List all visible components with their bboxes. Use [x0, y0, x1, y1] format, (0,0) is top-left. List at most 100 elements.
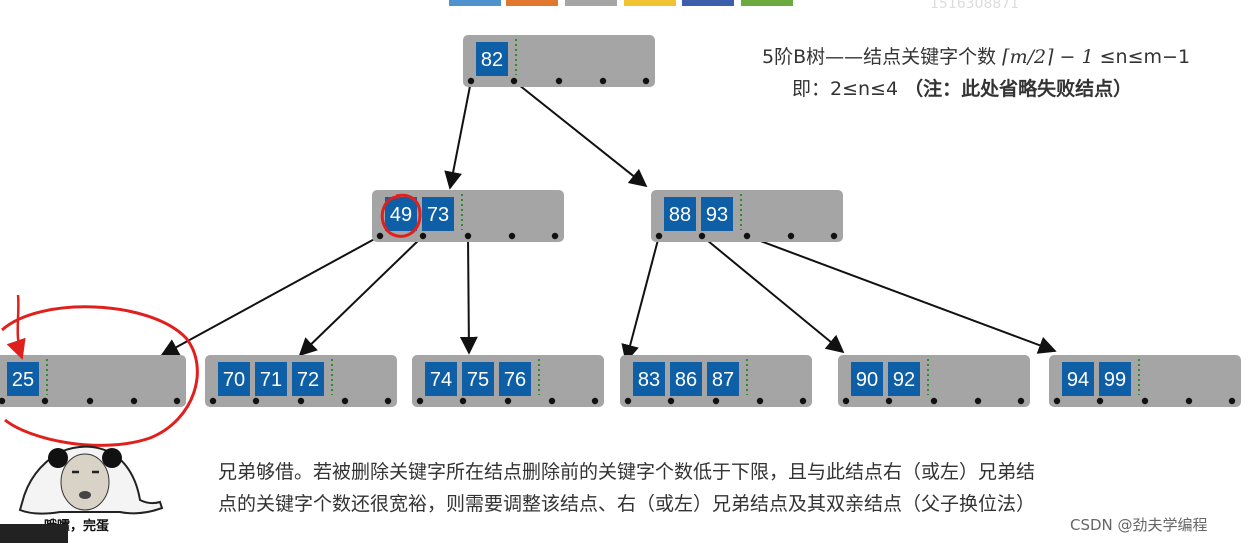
child-pointer	[510, 77, 518, 85]
key-cell	[888, 362, 920, 396]
child-pointer	[930, 397, 938, 405]
order-note-formula: ⌈m/2⌉ − 1	[1002, 46, 1094, 68]
tree-edge	[160, 235, 381, 356]
key-cell	[851, 362, 883, 396]
child-pointer	[642, 77, 650, 85]
key-cell	[255, 362, 287, 396]
csdn-credit: CSDN @劲夫学编程	[1070, 516, 1208, 534]
order-note-prefix: 5阶B树——结点关键字个数	[762, 46, 997, 68]
key-label: 70	[223, 369, 245, 391]
child-pointer	[467, 77, 475, 85]
highlight-arrow	[6, 294, 26, 360]
child-pointer	[376, 232, 384, 240]
child-pointer	[787, 232, 795, 240]
tree-edge	[298, 235, 424, 357]
key-cell	[1062, 362, 1094, 396]
key-label: 99	[1104, 369, 1126, 391]
key-label: 86	[675, 369, 697, 391]
child-pointer	[799, 397, 807, 405]
key-label: 75	[467, 369, 489, 391]
key-cell	[425, 362, 457, 396]
watermark: 1516308871	[930, 0, 1020, 12]
panda-meme	[18, 445, 164, 515]
child-pointer	[1096, 397, 1104, 405]
node-box	[0, 355, 186, 407]
child-pointer	[974, 397, 982, 405]
key-cell	[664, 197, 696, 231]
key-cell	[385, 197, 417, 231]
node-box	[463, 35, 655, 87]
tree-edge	[621, 235, 660, 363]
child-pointer	[297, 397, 305, 405]
child-pointer	[464, 232, 472, 240]
key-label: 93	[706, 204, 728, 226]
key-range-note: 即：2≤n≤4 （注：此处省略失败结点）	[792, 74, 1132, 101]
child-pointer	[624, 397, 632, 405]
key-label: 49	[390, 204, 412, 226]
key-label: 92	[893, 369, 915, 391]
key-label: 72	[297, 369, 319, 391]
child-pointer	[1017, 397, 1025, 405]
color-bar-segment	[741, 0, 793, 6]
key-cell	[670, 362, 702, 396]
key-cell	[499, 362, 531, 396]
node-box	[372, 190, 564, 242]
node-box	[1049, 355, 1241, 407]
key-cell	[218, 362, 250, 396]
child-pointer	[384, 397, 392, 405]
child-pointer	[419, 232, 427, 240]
color-bar-segment	[682, 0, 734, 6]
child-pointer	[41, 397, 49, 405]
rule-description-line2: 点的关键字个数还很宽裕，则需要调整该结点、右（或左）兄弟结点及其双亲结点（父子换…	[218, 493, 1036, 515]
node-box	[838, 355, 1030, 407]
child-pointer	[1228, 397, 1236, 405]
btree-order-note: 5阶B树——结点关键字个数 ⌈m/2⌉ − 1 ≤n≤m−1	[762, 42, 1190, 69]
color-bar-segment	[624, 0, 676, 6]
key-label: 76	[504, 369, 526, 391]
key-cell	[462, 362, 494, 396]
child-pointer	[655, 232, 663, 240]
child-pointer	[599, 77, 607, 85]
color-bar-segment	[449, 0, 501, 6]
highlight-circle-key	[380, 193, 422, 238]
child-pointer	[885, 397, 893, 405]
order-note-suffix: ≤n≤m−1	[1099, 46, 1191, 68]
child-pointer	[698, 232, 706, 240]
rule-description-line1: 兄弟够借。若被删除关键字所在结点删除前的关键字个数低于下限，且与此结点右（或左）…	[218, 461, 1036, 483]
key-cell	[701, 197, 733, 231]
key-label: 82	[481, 49, 503, 71]
child-pointer	[416, 397, 424, 405]
child-pointer	[130, 397, 138, 405]
child-pointer	[459, 397, 467, 405]
child-pointer	[842, 397, 850, 405]
key-cell	[7, 362, 39, 396]
rule-description: 兄弟够借。若被删除关键字所在结点删除前的关键字个数低于下限，且与此结点右（或左）…	[218, 456, 1035, 520]
child-pointer	[591, 397, 599, 405]
key-label: 87	[712, 369, 734, 391]
leaf-node: 25	[0, 355, 186, 407]
child-pointer	[504, 397, 512, 405]
child-pointer	[743, 232, 751, 240]
child-pointer	[252, 397, 260, 405]
key-cell	[476, 42, 508, 76]
key-cell	[1099, 362, 1131, 396]
key-label: 83	[638, 369, 660, 391]
child-pointer	[1141, 397, 1149, 405]
tree-edge	[444, 80, 472, 190]
player-corner	[0, 524, 68, 543]
leaf-node: 83 86 87	[620, 355, 812, 407]
key-cell	[292, 362, 324, 396]
tree-edge	[746, 235, 1057, 354]
root-node: 82	[463, 35, 655, 87]
key-cell	[633, 362, 665, 396]
child-pointer	[1185, 397, 1193, 405]
child-pointer	[86, 397, 94, 405]
key-cell	[707, 362, 739, 396]
